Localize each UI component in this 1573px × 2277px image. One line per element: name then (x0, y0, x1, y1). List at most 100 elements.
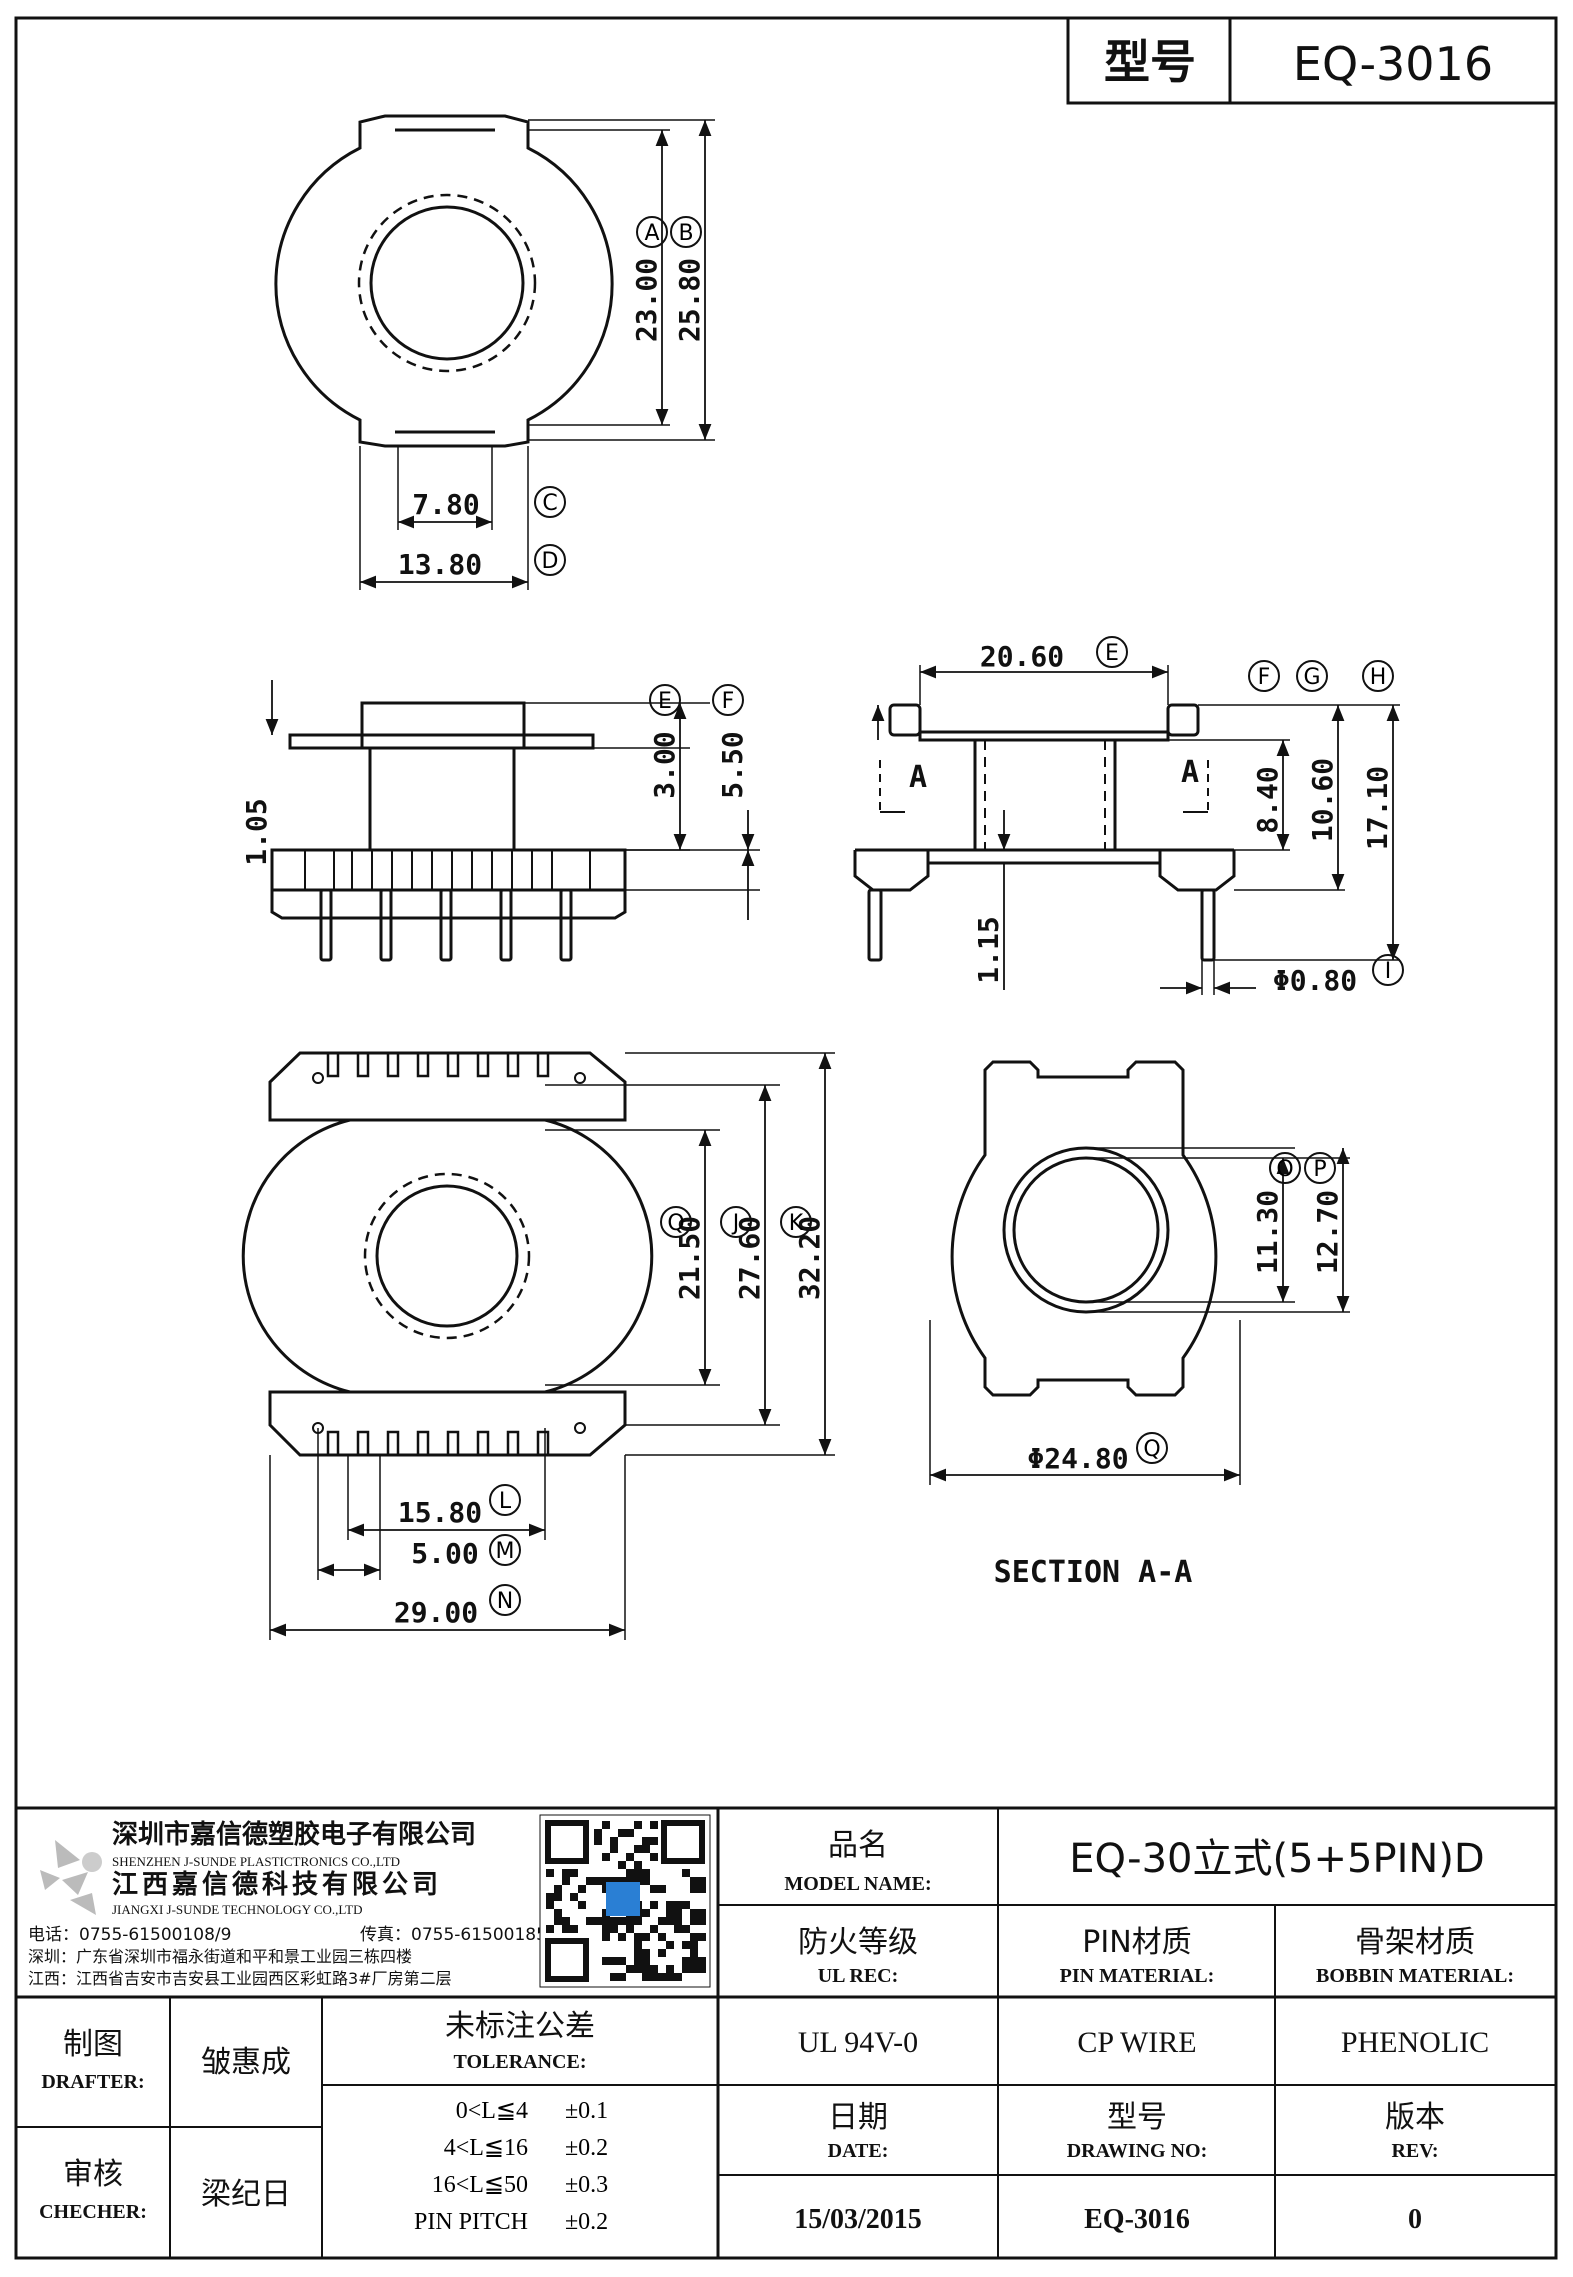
marker-i: I (1372, 954, 1404, 986)
marker-h-letter: H (1370, 665, 1387, 690)
tolerance-value: ±0.1 (565, 2098, 608, 2124)
company-address-jx: 江西：江西省吉安市吉安县工业园西区彩虹路3#厂房第二层 (28, 1969, 452, 1988)
tolerance-range: 16<L≦50 (432, 2172, 528, 2198)
dim-P-value: 12.70 (1311, 1190, 1344, 1274)
marker-c-letter: C (542, 491, 557, 516)
title-box: 型号 EQ-3016 (1066, 16, 1558, 105)
dim-B-value: 25.80 (673, 258, 706, 342)
marker-k-letter: K (789, 1211, 804, 1236)
dim-E2-value: 3.00 (648, 731, 681, 798)
marker-b-letter: B (678, 221, 693, 246)
drawing-no-en: DRAWING NO: (1067, 2140, 1208, 2162)
bobbin-material-cn: 骨架材质 (1355, 1925, 1475, 1960)
company-fax: 传真：0755-61500185 (360, 1925, 547, 1945)
drafter-name: 皱惠成 (201, 2045, 291, 2080)
bobbin-material-value: PHENOLIC (1341, 2026, 1489, 2059)
marker-a-letter: A (644, 221, 659, 246)
marker-m-letter: M (496, 1539, 515, 1564)
marker-g: G (1296, 660, 1328, 692)
company-name-sz: 深圳市嘉信德塑胶电子有限公司 (112, 1819, 476, 1850)
company-name-sz-en: SHENZHEN J-SUNDE PLASTICTRONICS CO.,LTD (112, 1854, 400, 1869)
tolerance-value: ±0.2 (565, 2209, 608, 2235)
marker-o-letter: O (1276, 1157, 1293, 1182)
date-value: 15/03/2015 (794, 2204, 922, 2235)
dim-N-value: 29.00 (394, 1596, 478, 1629)
bottom-view (241, 1051, 835, 1640)
marker-c: C (534, 486, 566, 518)
marker-j-letter: J (731, 1211, 740, 1236)
marker-q-letter: Q (667, 1211, 684, 1236)
marker-f: F (712, 684, 744, 716)
dim-lead-thickness-value: 1.05 (240, 798, 273, 865)
marker-e-letter: E (658, 689, 672, 714)
dim-F2-value: 8.40 (1251, 766, 1284, 833)
marker-q: Q (660, 1206, 692, 1238)
checker-name: 梁纪日 (201, 2177, 291, 2212)
front-view-dims (265, 680, 755, 920)
marker-l-letter: L (499, 1489, 512, 1514)
date-en: DATE: (828, 2140, 889, 2162)
section-label: SECTION A-A (994, 1555, 1193, 1590)
marker-h: H (1362, 660, 1394, 692)
marker-d-letter: D (542, 549, 559, 574)
pin-material-value: CP WIRE (1077, 2026, 1196, 2059)
pin-material-en: PIN MATERIAL: (1060, 1965, 1215, 1987)
section-view (929, 1060, 1350, 1485)
rev-en: REV: (1391, 2140, 1438, 2162)
marker-q: Q (1136, 1432, 1168, 1464)
drafter-cn: 制图 (63, 2027, 123, 2062)
dim-F-value: 5.50 (716, 731, 749, 798)
marker-o: O (1269, 1152, 1301, 1184)
marker-p: P (1304, 1152, 1336, 1184)
sheet-border (14, 16, 1558, 2260)
marker-f-letter: F (722, 689, 735, 714)
marker-e: E (1096, 636, 1128, 668)
front-view (270, 701, 760, 962)
title-type-label: 型号 (1104, 35, 1196, 89)
company-logo (40, 1840, 102, 1915)
checker-cn: 审核 (63, 2157, 123, 2192)
side-view (853, 665, 1400, 995)
section-marker-left: A (909, 760, 927, 795)
dim-E-value: 20.60 (980, 640, 1064, 673)
title-type-value: EQ-3016 (1293, 37, 1493, 91)
ul-rec-en: UL REC: (818, 1965, 899, 1987)
model-name-cn: 品名 (828, 1828, 888, 1863)
marker-b: B (670, 216, 702, 248)
marker-d: D (534, 544, 566, 576)
model-name-en: MODEL NAME: (784, 1873, 931, 1895)
dim-O-value: 11.30 (1251, 1190, 1284, 1274)
company-address-sz: 深圳：广东省深圳市福永街道和平和景工业园三栋四楼 (28, 1947, 412, 1966)
dim-C-value: 7.80 (412, 488, 479, 521)
tolerance-value: ±0.3 (565, 2172, 608, 2198)
dim-I-value: Φ0.80 (1273, 964, 1357, 997)
tolerance-en: TOLERANCE: (454, 2051, 587, 2073)
dim-D-value: 13.80 (398, 548, 482, 581)
tolerance-range: 4<L≦16 (444, 2135, 528, 2161)
drafter-en: DRAFTER: (41, 2071, 144, 2093)
title-block-grid (16, 1806, 1556, 2258)
dim-base-offset-value: 1.15 (972, 916, 1005, 983)
date-cn: 日期 (828, 2100, 888, 2135)
side-view-dims (871, 665, 1400, 995)
top-view-dims (360, 119, 712, 589)
marker-n: N (489, 1584, 521, 1616)
dim-Q2-value: Φ24.80 (1027, 1442, 1128, 1475)
tolerance-range: PIN PITCH (414, 2209, 528, 2235)
tolerance-range: 0<L≦4 (456, 2098, 528, 2124)
marker-k: K (780, 1206, 812, 1238)
section-marker-right: A (1181, 755, 1199, 790)
company-phone: 电话：0755-61500108/9 (28, 1925, 231, 1945)
marker-n-letter: N (497, 1589, 513, 1614)
marker-i-letter: I (1385, 959, 1392, 984)
dim-G-value: 10.60 (1306, 758, 1339, 842)
qr-code (539, 1814, 711, 1988)
dim-L-value: 15.80 (398, 1496, 482, 1529)
checker-en: CHECHER: (39, 2201, 147, 2223)
company-name-jx: 江西嘉信德科技有限公司 (112, 1870, 442, 1900)
top-view (274, 114, 715, 590)
marker-e-letter: E (1105, 641, 1119, 666)
